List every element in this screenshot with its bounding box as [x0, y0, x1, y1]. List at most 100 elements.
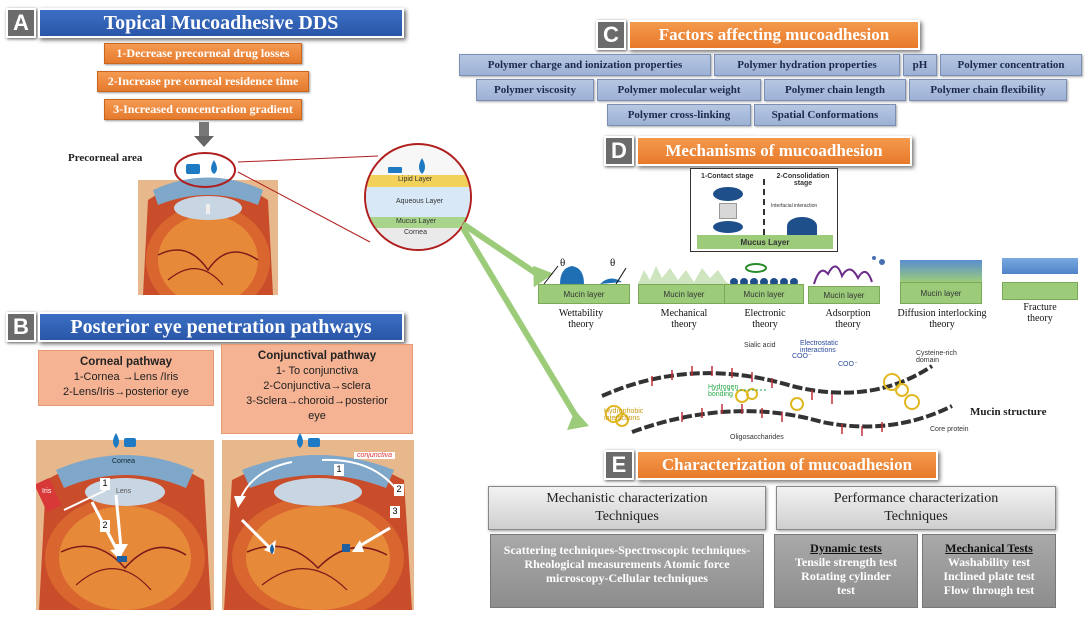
dynamic-tests-heading: Dynamic tests — [810, 541, 882, 555]
eye-illustration-b1: Cornea Lens Iris 1 2 — [36, 440, 214, 610]
section-b-letter: B — [6, 312, 36, 342]
stages-panel: 1-Contact stage 2-Consolidation stage In… — [690, 168, 838, 252]
theta-1: θ — [560, 257, 565, 269]
factor-molecular-weight: Polymer molecular weight — [597, 79, 761, 101]
eye1-step-2: 2 — [100, 520, 110, 532]
fracture-icon — [1002, 258, 1078, 274]
section-d-title: Mechanisms of mucoadhesion — [636, 136, 912, 166]
factor-cross-linking: Polymer cross-linking — [607, 104, 751, 126]
mucin-bar-2: Mucin layer — [638, 284, 730, 304]
contact-stage-label: 1-Contact stage — [701, 173, 754, 180]
factor-concentration: Polymer concentration — [940, 54, 1082, 76]
mucin-bar-1: Mucin layer — [538, 284, 630, 304]
lipid-layer-label: Lipid Layer — [398, 176, 433, 183]
interfacial-label: Interfacial interaction — [771, 203, 818, 209]
factor-spatial: Spatial Conformations — [754, 104, 896, 126]
conjunctiva-tag: conjunctiva — [354, 452, 396, 459]
section-e-letter: E — [604, 450, 634, 480]
step-2: 2-Increase pre corneal residence time — [97, 71, 309, 92]
sialic-acid-label: Sialic acid — [744, 342, 776, 349]
hydrogen-bonding-label: Hydrogen bonding — [708, 384, 739, 398]
mechanical-test-3: Flow through test — [943, 583, 1035, 597]
green-arrows — [460, 221, 589, 430]
conjunctival-line-1: 1- To conjunctiva — [275, 365, 359, 377]
section-d-letter: D — [604, 136, 634, 166]
eye1-iris-label: Iris — [42, 488, 52, 495]
contact-polymer-icon — [713, 187, 743, 201]
arrow-down-stage-icon — [719, 203, 737, 219]
step-1: 1-Decrease precorneal drug losses — [104, 43, 302, 64]
conjunctival-line-3: 3-Sclera→choroid→posterior — [246, 395, 388, 407]
eye1-drops-icon — [113, 433, 136, 448]
conjunctival-line-4: eye — [308, 410, 326, 422]
dynamic-test-1: Tensile strength test — [795, 555, 897, 569]
consolidation-polymer-icon — [787, 217, 817, 235]
theory-wettability: Wettability theory — [558, 308, 604, 330]
eye2-drops-icon — [297, 433, 320, 448]
oligosaccharides-label: Oligosaccharides — [730, 434, 784, 441]
mucus-layer-label: Mucus Layer — [396, 218, 437, 225]
theory-adsorption: Adsorption theory — [825, 308, 871, 330]
mucin-bar-6 — [1002, 282, 1078, 300]
mechanical-tests-heading: Mechanical Tests — [945, 541, 1033, 555]
cysteine-label: Cysteine-rich domain — [916, 350, 957, 364]
mucin-bar-5: Mucin layer — [900, 282, 982, 304]
diffusion-icon — [900, 260, 982, 282]
conjunctival-pathway-box: Conjunctival pathway 1- To conjunctiva 2… — [221, 344, 413, 434]
mechanical-test-2: Inclined plate test — [943, 569, 1035, 583]
factor-chain-length: Polymer chain length — [764, 79, 906, 101]
corneal-pathway-box: Corneal pathway 1-Cornea →Lens /Iris 2-L… — [38, 350, 214, 406]
mucin-structure-label: Mucin structure — [970, 406, 1047, 418]
mechanical-test-1: Washability test — [947, 555, 1031, 569]
mucin-structure-diagram — [601, 364, 953, 436]
eye2-step-3: 3 — [390, 506, 400, 518]
eye1-lens-label: Lens — [116, 488, 132, 495]
section-b-title: Posterior eye penetration pathways — [38, 312, 404, 342]
corneal-pathway-heading: Corneal pathway — [79, 356, 173, 368]
mechanistic-title: Mechanistic characterization Techniques — [488, 486, 766, 530]
eye-illustration-b2: conjunctiva 1 2 3 — [222, 440, 414, 610]
step-3: 3-Increased concentration gradient — [104, 99, 302, 120]
dynamic-test-2: Rotating cylinder test — [801, 569, 891, 597]
coo-label-2: COO⁻ — [838, 361, 858, 368]
aqueous-layer-label: Aqueous Layer — [396, 198, 444, 205]
electronic-icon — [730, 263, 798, 286]
section-a-title: Topical Mucoadhesive DDS — [38, 8, 404, 38]
section-a-letter: A — [6, 8, 36, 38]
wettability-icon: θ θ — [543, 257, 627, 285]
theory-diffusion: Diffusion interlocking theory — [897, 308, 987, 330]
dynamic-tests-box: Dynamic tests Tensile strength test Rota… — [774, 534, 918, 608]
factor-charge: Polymer charge and ionization properties — [459, 54, 711, 76]
drops-icon — [174, 152, 236, 188]
conjunctival-line-2: 2-Conjunctiva→sclera — [263, 380, 371, 392]
eye1-step-1: 1 — [100, 478, 110, 490]
section-c-letter: C — [596, 20, 626, 50]
theory-mechanical: Mechanical theory — [660, 308, 708, 330]
drop-icon — [419, 158, 425, 174]
performance-title: Performance characterization Techniques — [776, 486, 1056, 530]
contact-polymer-icon-2 — [713, 221, 743, 233]
theory-fracture: Fracture theory — [1023, 302, 1057, 324]
electrostatic-label: Electrostatic interactions — [800, 340, 839, 354]
core-protein-label: Core protein — [930, 426, 969, 433]
section-e-title: Characterization of mucoadhesion — [636, 450, 938, 480]
corneal-line-2: 2-Lens/Iris→posterior eye — [63, 386, 189, 398]
eye2-step-2: 2 — [394, 484, 404, 496]
precorneal-label: Precorneal area — [68, 152, 143, 164]
mucin-bar-4: Mucin layer — [808, 286, 880, 304]
factor-ph: pH — [903, 54, 937, 76]
mechanical-icon — [638, 266, 730, 284]
theta-2: θ — [610, 257, 615, 269]
mechanistic-body: Scattering techniques-Spectroscopic tech… — [490, 534, 764, 608]
zoom-lines — [237, 155, 379, 243]
coo-label-1: COO⁻ — [792, 353, 812, 360]
consolidation-stage-label: 2-Consolidation stage — [776, 173, 830, 187]
arrow-down-icon — [194, 122, 214, 147]
factor-hydration: Polymer hydration properties — [714, 54, 900, 76]
mechanical-tests-box: Mechanical Tests Washability test Inclin… — [922, 534, 1056, 608]
mucus-layer-bar: Mucus Layer — [697, 235, 833, 249]
hydrophobic-label: Hydrophobic interactions — [604, 408, 644, 422]
factor-chain-flexibility: Polymer chain flexibility — [909, 79, 1067, 101]
mucin-bar-3: Mucin layer — [724, 284, 804, 304]
cornea-label: Cornea — [404, 229, 427, 236]
